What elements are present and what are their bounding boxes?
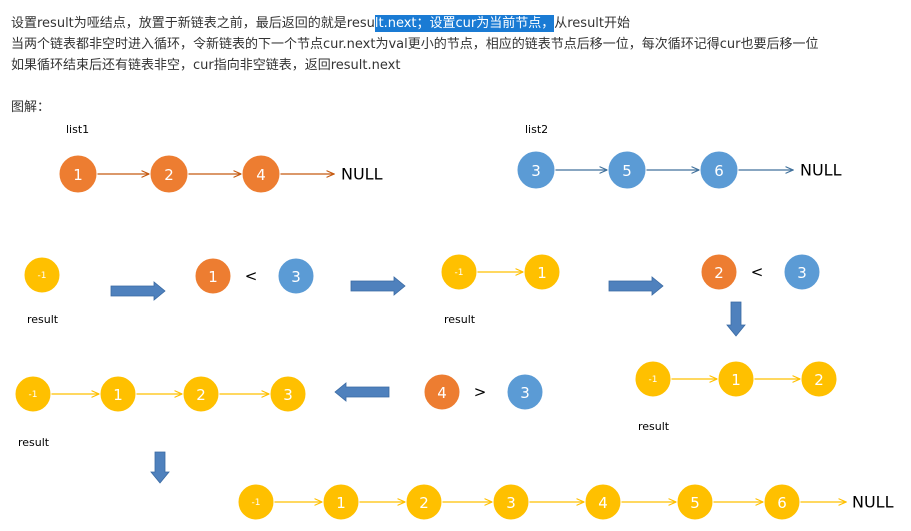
step4-greater-than: > (474, 383, 487, 401)
step4-compare-node-b (506, 373, 544, 411)
final-chain-node-0 (237, 483, 275, 521)
step2-chain-node-0-text: -1 (455, 268, 464, 278)
step2-result-label: result (444, 313, 476, 326)
final-chain-node-1-text: 1 (336, 494, 346, 512)
step4-chain-node-3-text: 3 (283, 386, 293, 404)
list1-node-1 (149, 154, 189, 194)
step4-chain-node-2-text: 2 (196, 386, 206, 404)
step3-chain-node-0-text: -1 (649, 375, 658, 385)
step4-chain-node-1-text: 1 (113, 386, 123, 404)
list2-node-2-text: 6 (714, 162, 724, 180)
description-line-3: 如果循环结束后还有链表非空，cur指向非空链表，返回result.next (11, 58, 401, 73)
step1-compare-node-a-text: 1 (208, 268, 218, 286)
list2-label: list2 (525, 123, 548, 136)
step4-chain-node-1 (99, 375, 137, 413)
list1-node-1-text: 2 (164, 166, 174, 184)
down-block-arrow-left (150, 451, 170, 484)
step2-compare-node-a (700, 253, 738, 291)
step4-chain-node-0-text: -1 (29, 390, 38, 400)
step4-block-arrow (334, 382, 390, 402)
step1-compare-node-b-text: 3 (291, 268, 301, 286)
description-line-2: 当两个链表都非空时进入循环，令新链表的下一个节点cur.next为val更小的节… (11, 37, 819, 52)
list2-node-1 (607, 150, 647, 190)
step1-less-than: < (245, 267, 258, 285)
list1-node-2-text: 4 (256, 166, 266, 184)
description-text: 设置result为哑结点，放置于新链表之前，最后返回的就是result.next… (11, 13, 818, 76)
final-chain-node-3 (492, 483, 530, 521)
final-null-text: NULL (852, 493, 894, 512)
step4-chain-node-0 (14, 375, 52, 413)
line-1-selected-text[interactable]: lt.next；设置cur为当前节点， (374, 15, 555, 32)
step2-compare-node-b (783, 253, 821, 291)
step2-block-arrow (350, 276, 406, 296)
step4-chain-node-2 (182, 375, 220, 413)
final-chain-node-4-text: 4 (598, 494, 608, 512)
line-1-before: 设置result为哑结点，放置于新链表之前，最后返回的就是resu (11, 16, 375, 31)
list2-node-0-text: 3 (531, 162, 541, 180)
step3-chain-node-2 (800, 360, 838, 398)
final-chain-node-0-text: -1 (252, 498, 261, 508)
step2-compare-node-b-text: 3 (797, 264, 807, 282)
step3-chain-node-2-text: 2 (814, 371, 824, 389)
step3-chain-node-1-text: 1 (731, 371, 741, 389)
list2-node-0 (516, 150, 556, 190)
final-chain-node-3-text: 3 (506, 494, 516, 512)
step4-compare-node-b-text: 3 (520, 384, 530, 402)
step4-compare-node-a (423, 373, 461, 411)
step1-block-arrow (110, 281, 166, 301)
final-chain-node-6-text: 6 (777, 494, 787, 512)
step3-chain-node-0 (634, 360, 672, 398)
down-block-arrow-right (726, 301, 746, 337)
final-chain-node-2 (405, 483, 443, 521)
step2-chain-node-0 (440, 253, 478, 291)
step1-dummy-node-text: -1 (38, 271, 47, 281)
final-chain-node-1 (322, 483, 360, 521)
step4-result-label: result (18, 436, 50, 449)
step2-compare-node-a-text: 2 (714, 264, 724, 282)
description-line-1: 设置result为哑结点，放置于新链表之前，最后返回的就是result.next… (11, 13, 818, 34)
step3-result-label: result (638, 420, 670, 433)
step1-compare-node-a (194, 257, 232, 295)
step4-chain-node-3 (269, 375, 307, 413)
list1-label: list1 (66, 123, 89, 136)
graphic-label: 图解： (11, 100, 51, 115)
step2-chain-node-1-text: 1 (537, 264, 547, 282)
step2-less-than: < (751, 263, 764, 281)
final-chain-node-5 (676, 483, 714, 521)
final-chain-node-6 (763, 483, 801, 521)
list2-node-2 (699, 150, 739, 190)
step3-chain-node-1 (717, 360, 755, 398)
step1-compare-node-b (277, 257, 315, 295)
step2-chain-node-1 (523, 253, 561, 291)
step1-dummy-node (23, 256, 61, 294)
list1-null-text: NULL (341, 165, 383, 184)
final-chain-node-2-text: 2 (419, 494, 429, 512)
list2-node-1-text: 5 (622, 162, 632, 180)
final-chain-node-4 (584, 483, 622, 521)
final-chain-node-5-text: 5 (690, 494, 700, 512)
list1-node-0-text: 1 (73, 166, 83, 184)
step1-result-label: result (27, 313, 59, 326)
list2-null-text: NULL (800, 161, 842, 180)
step3-block-arrow (608, 276, 664, 296)
list1-node-0 (58, 154, 98, 194)
line-1-after: 从result开始 (554, 16, 631, 31)
step4-compare-node-a-text: 4 (437, 384, 447, 402)
list1-node-2 (241, 154, 281, 194)
